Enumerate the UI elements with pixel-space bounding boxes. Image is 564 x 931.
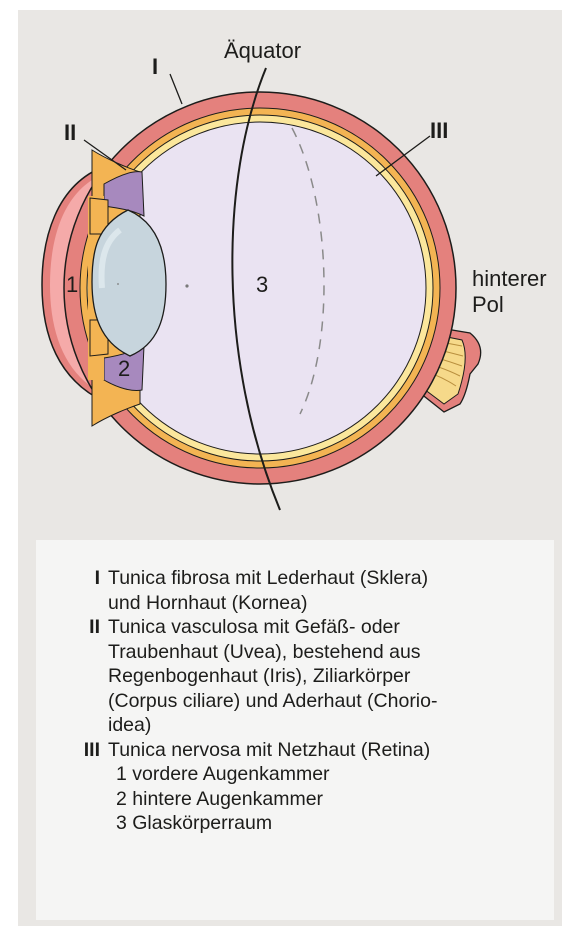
legend-line: Tunica fibrosa mit Lederhaut (Sklera) xyxy=(108,566,554,591)
legend-line: Regenbogenhaut (Iris), Ziliarkörper xyxy=(108,664,554,689)
legend-chamber-2: 2 hintere Augenkammer xyxy=(116,787,554,812)
chamber-2-label: 2 xyxy=(118,356,130,381)
equator-label: Äquator xyxy=(224,38,301,63)
legend-box: I Tunica fibrosa mit Lederhaut (Sklera) … xyxy=(36,540,554,920)
legend-numeral: II xyxy=(76,615,108,640)
legend-chamber-3: 3 Glaskörperraum xyxy=(116,811,554,836)
posterior-pole-label-line2: Pol xyxy=(472,292,504,317)
legend-line: Tunica nervosa mit Netzhaut (Retina) xyxy=(108,738,554,763)
legend-entry-II: II Tunica vasculosa mit Gefäß- oder Trau… xyxy=(76,615,554,738)
legend-entry-III: III Tunica nervosa mit Netzhaut (Retina) xyxy=(76,738,554,763)
legend-chamber-1: 1 vordere Augenkammer xyxy=(116,762,554,787)
legend-line: Tunica vasculosa mit Gefäß- oder xyxy=(108,615,554,640)
legend-line: und Hornhaut (Kornea) xyxy=(108,591,554,616)
chamber-3-label: 3 xyxy=(256,272,268,297)
chamber-1-label: 1 xyxy=(66,272,78,297)
eye-cross-section-diagram: Äquator I II III 1 2 3 hinterer Pol xyxy=(0,0,564,540)
posterior-pole-label-line1: hinterer xyxy=(472,266,547,291)
legend-chambers: 1 vordere Augenkammer 2 hintere Augenkam… xyxy=(76,762,554,836)
legend-numeral: III xyxy=(76,738,108,763)
legend-entry-I: I Tunica fibrosa mit Lederhaut (Sklera) … xyxy=(76,566,554,615)
legend-line: Traubenhaut (Uvea), bestehend aus xyxy=(108,640,554,665)
layer-II-label: II xyxy=(64,120,76,145)
layer-III-label: III xyxy=(430,118,448,143)
legend-numeral: I xyxy=(76,566,108,591)
layer-I-label: I xyxy=(152,54,158,79)
legend-line: idea) xyxy=(108,713,554,738)
legend-line: (Corpus ciliare) und Aderhaut (Chorio- xyxy=(108,689,554,714)
leader-line-I xyxy=(170,74,182,104)
